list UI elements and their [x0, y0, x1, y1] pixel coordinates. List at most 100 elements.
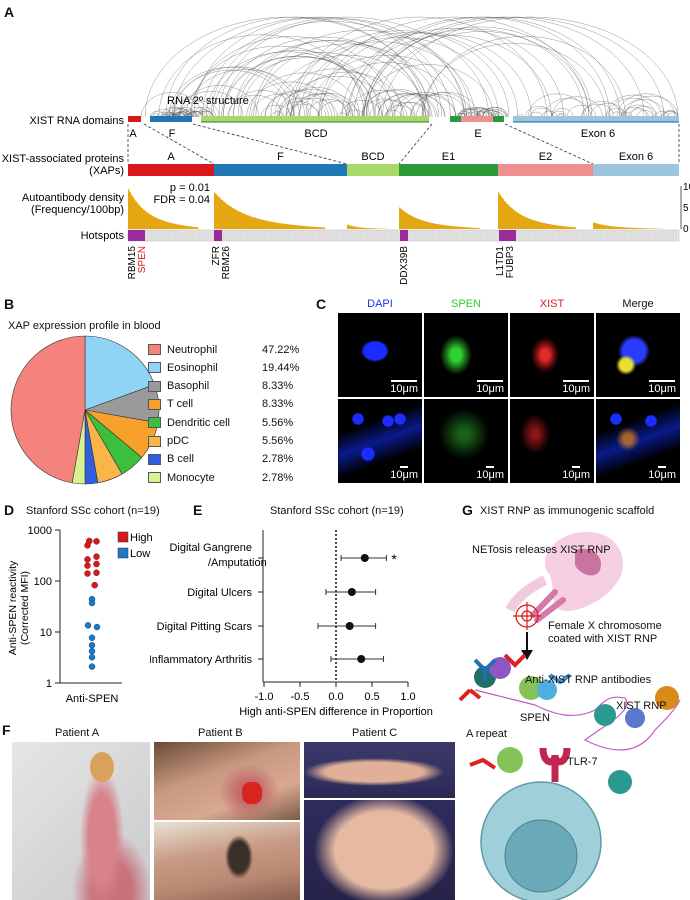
density-bar	[641, 228, 643, 229]
density-bar	[405, 212, 407, 229]
density-bar	[131, 194, 133, 229]
xap-segment	[399, 164, 498, 176]
domain-segment	[450, 116, 461, 122]
rna-arc	[278, 87, 354, 118]
patient-b-photo-1	[154, 742, 300, 820]
density-bar	[188, 226, 190, 229]
density-bar	[301, 225, 303, 229]
rna-arc	[551, 96, 603, 118]
legend-swatch	[117, 547, 129, 559]
density-bar	[615, 226, 617, 229]
rna-arc	[292, 30, 510, 118]
density-bar	[526, 217, 528, 229]
density-bar	[241, 212, 243, 229]
density-bar	[283, 223, 285, 229]
density-bar	[259, 219, 261, 229]
rna-arc	[605, 108, 628, 118]
density-bar	[298, 225, 300, 229]
down-arrow-icon	[521, 632, 533, 660]
density-bar	[436, 224, 438, 229]
rna-arc	[299, 37, 499, 118]
xap-label: E1	[442, 151, 455, 163]
g-title: XIST RNP as immunogenic scaffold	[480, 505, 655, 517]
density-bar	[617, 226, 619, 229]
density-bar	[534, 220, 536, 229]
rna-arc	[525, 106, 553, 118]
scale-bar-label: 10μm	[562, 469, 590, 481]
legend-swatch	[148, 344, 161, 355]
density-bar	[177, 224, 179, 229]
rna-arc	[189, 111, 204, 118]
density-bar	[568, 226, 570, 229]
hotspot	[499, 230, 516, 241]
channel-xist: XIST	[539, 298, 565, 310]
density-bar	[596, 223, 598, 229]
density-bar	[520, 214, 522, 229]
density-bar	[638, 228, 640, 229]
e-title: Stanford SSc cohort (n=19)	[270, 505, 404, 517]
patient-b-photo-2	[154, 822, 300, 900]
rna-arc	[278, 97, 327, 118]
density-bar	[612, 226, 614, 229]
density-bar	[305, 226, 307, 229]
density-bar	[423, 220, 425, 229]
density-tick-0: 0	[683, 224, 689, 235]
rna-arc	[240, 52, 403, 118]
xap-label: A	[167, 151, 175, 163]
density-bar	[356, 226, 358, 229]
rna-arc	[415, 92, 479, 118]
density-bar	[642, 228, 644, 229]
density-bar	[648, 228, 650, 229]
domains-label: XIST RNA domains	[29, 115, 124, 127]
rna-arc	[165, 16, 426, 118]
density-bar	[459, 226, 461, 229]
density-bar	[529, 218, 531, 229]
rna-arc	[188, 110, 204, 118]
rna-arc	[667, 112, 679, 118]
density-bar	[541, 222, 543, 229]
rna-arc	[581, 103, 615, 118]
gene-zfr: ZFR	[211, 246, 222, 265]
density-bar	[129, 192, 131, 229]
density-bar	[146, 211, 148, 229]
density-bar	[553, 224, 555, 229]
density-bar	[432, 223, 434, 229]
hotspots-label: Hotspots	[81, 230, 125, 242]
legend-swatch	[148, 472, 161, 484]
rna-arc	[233, 57, 382, 118]
density-bar	[403, 211, 405, 229]
density-bar	[426, 221, 428, 229]
density-bar	[644, 228, 646, 229]
rna-arc	[610, 111, 624, 118]
rna-arc	[475, 109, 494, 118]
density-bar	[448, 225, 450, 229]
hotspot	[400, 230, 408, 241]
density-bar	[468, 227, 470, 229]
density-bar	[502, 198, 504, 229]
density-bar	[357, 227, 359, 229]
legend-percent: 5.56%	[262, 416, 294, 429]
density-bar	[650, 228, 652, 229]
density-bar	[220, 198, 222, 229]
density-bar	[632, 227, 634, 229]
rna-arc	[210, 21, 451, 118]
rna-arc	[384, 110, 402, 118]
scale-bar-label: 10μm	[648, 469, 676, 481]
density-bar	[351, 226, 353, 229]
high-point	[91, 581, 98, 589]
density-bar	[420, 219, 422, 229]
density-bar	[635, 227, 637, 229]
density-bar	[316, 226, 318, 229]
netosis-label: NETosis releases XIST RNP	[472, 544, 611, 556]
density-bar	[594, 223, 596, 229]
gene-rbm26: RBM26	[221, 246, 232, 280]
density-bar	[138, 205, 140, 229]
density-bar	[544, 223, 546, 229]
density-bar	[281, 223, 283, 229]
high-point	[93, 553, 100, 560]
rna-arc	[636, 110, 654, 118]
density-bar	[507, 204, 509, 229]
